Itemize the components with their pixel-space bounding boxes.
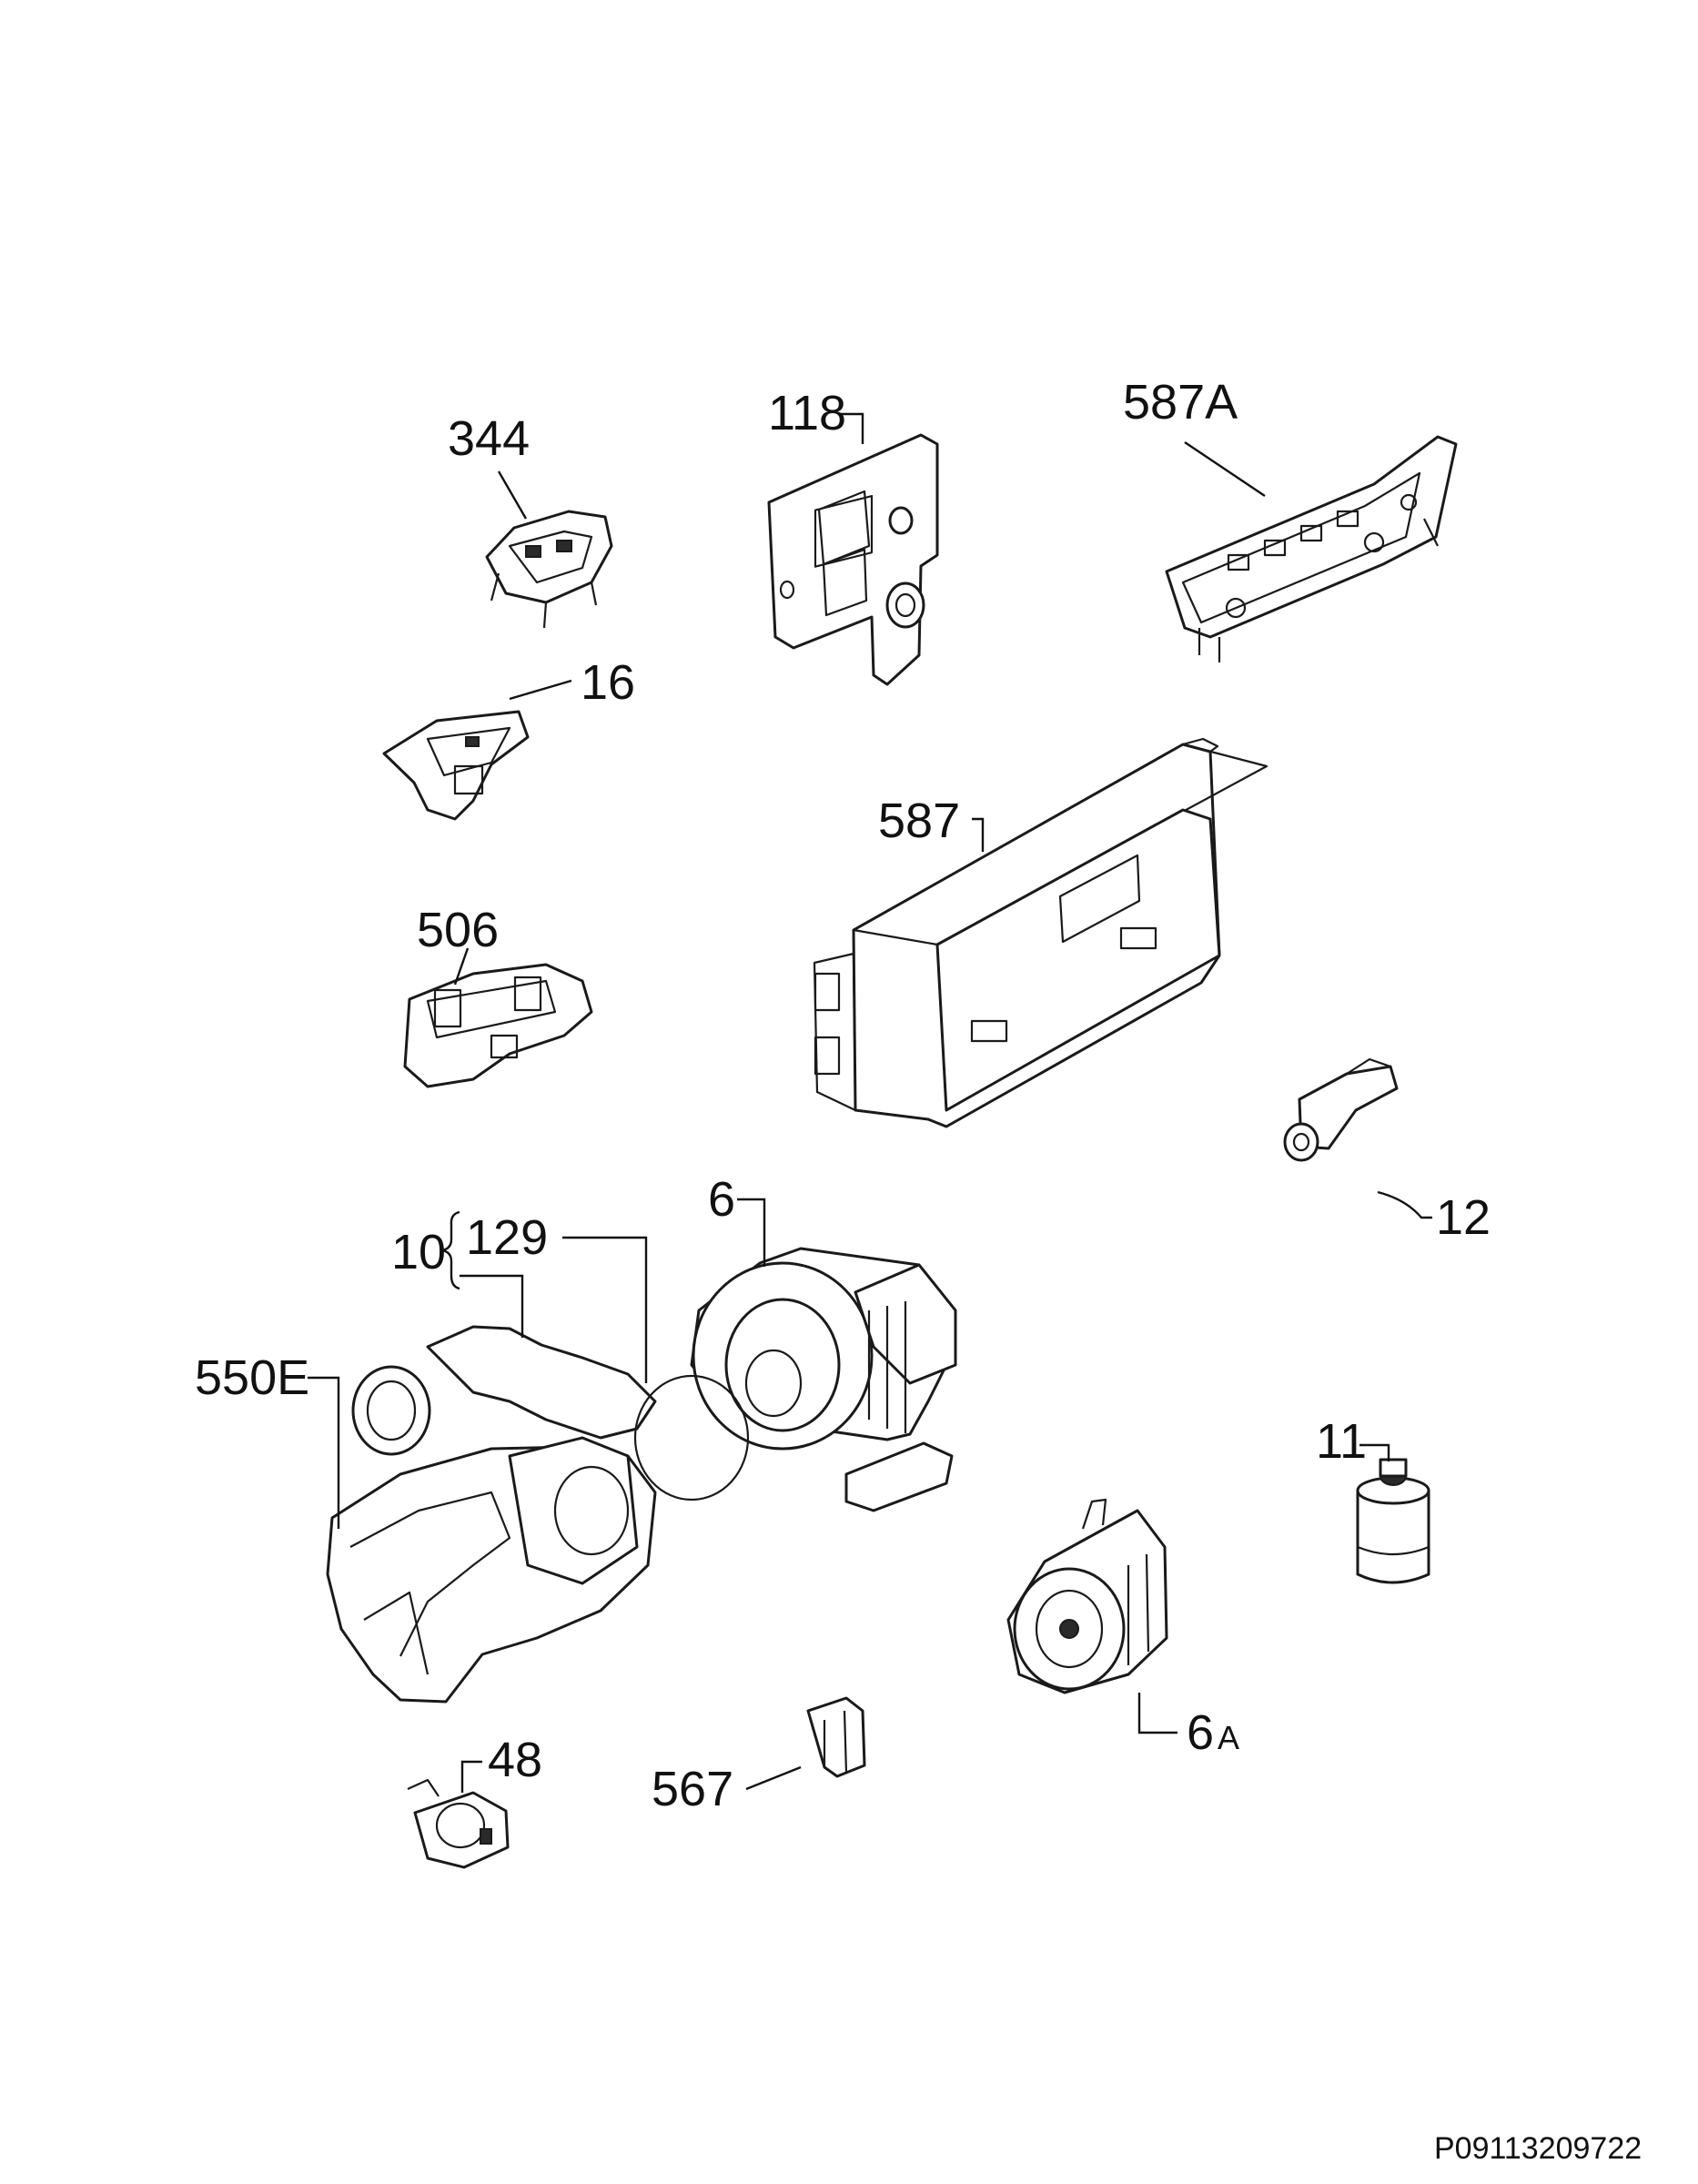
part-506-hinge xyxy=(403,947,593,1088)
label-16: 16 xyxy=(581,655,635,710)
part-11-capacitor xyxy=(1356,1443,1430,1584)
label-48: 48 xyxy=(488,1733,542,1787)
label-587: 587 xyxy=(878,794,960,848)
label-11: 11 xyxy=(1316,1414,1367,1469)
label-6: 6 xyxy=(708,1172,735,1227)
label-506: 506 xyxy=(417,903,499,957)
label-567: 567 xyxy=(652,1762,733,1816)
label-10: 10 xyxy=(391,1225,446,1279)
label-129: 129 xyxy=(466,1210,548,1265)
part-587A-control-board xyxy=(1165,435,1458,662)
label-12: 12 xyxy=(1436,1190,1491,1245)
part-6-circulation-pump xyxy=(690,1198,957,1512)
part-118-dispenser xyxy=(767,412,939,686)
label-550E: 550E xyxy=(195,1350,309,1405)
part-344-switch xyxy=(485,470,613,629)
part-567-connector xyxy=(745,1696,866,1791)
label-6A-suffix: A xyxy=(1218,1719,1239,1756)
part-16-door-lock xyxy=(382,679,572,821)
label-118: 118 xyxy=(768,386,846,440)
part-587-electronic-module xyxy=(813,737,1268,1128)
label-587A: 587A xyxy=(1123,375,1238,430)
document-id: P09113209722 xyxy=(1434,2131,1642,2166)
part-550E-sump-assembly xyxy=(308,1210,750,1704)
part-12-flow-sensor xyxy=(1283,1057,1432,1219)
part-48-sensor xyxy=(407,1760,510,1869)
part-6A-drain-pump xyxy=(1006,1498,1177,1734)
label-344: 344 xyxy=(448,411,530,466)
label-6A-number: 6 xyxy=(1187,1705,1214,1760)
